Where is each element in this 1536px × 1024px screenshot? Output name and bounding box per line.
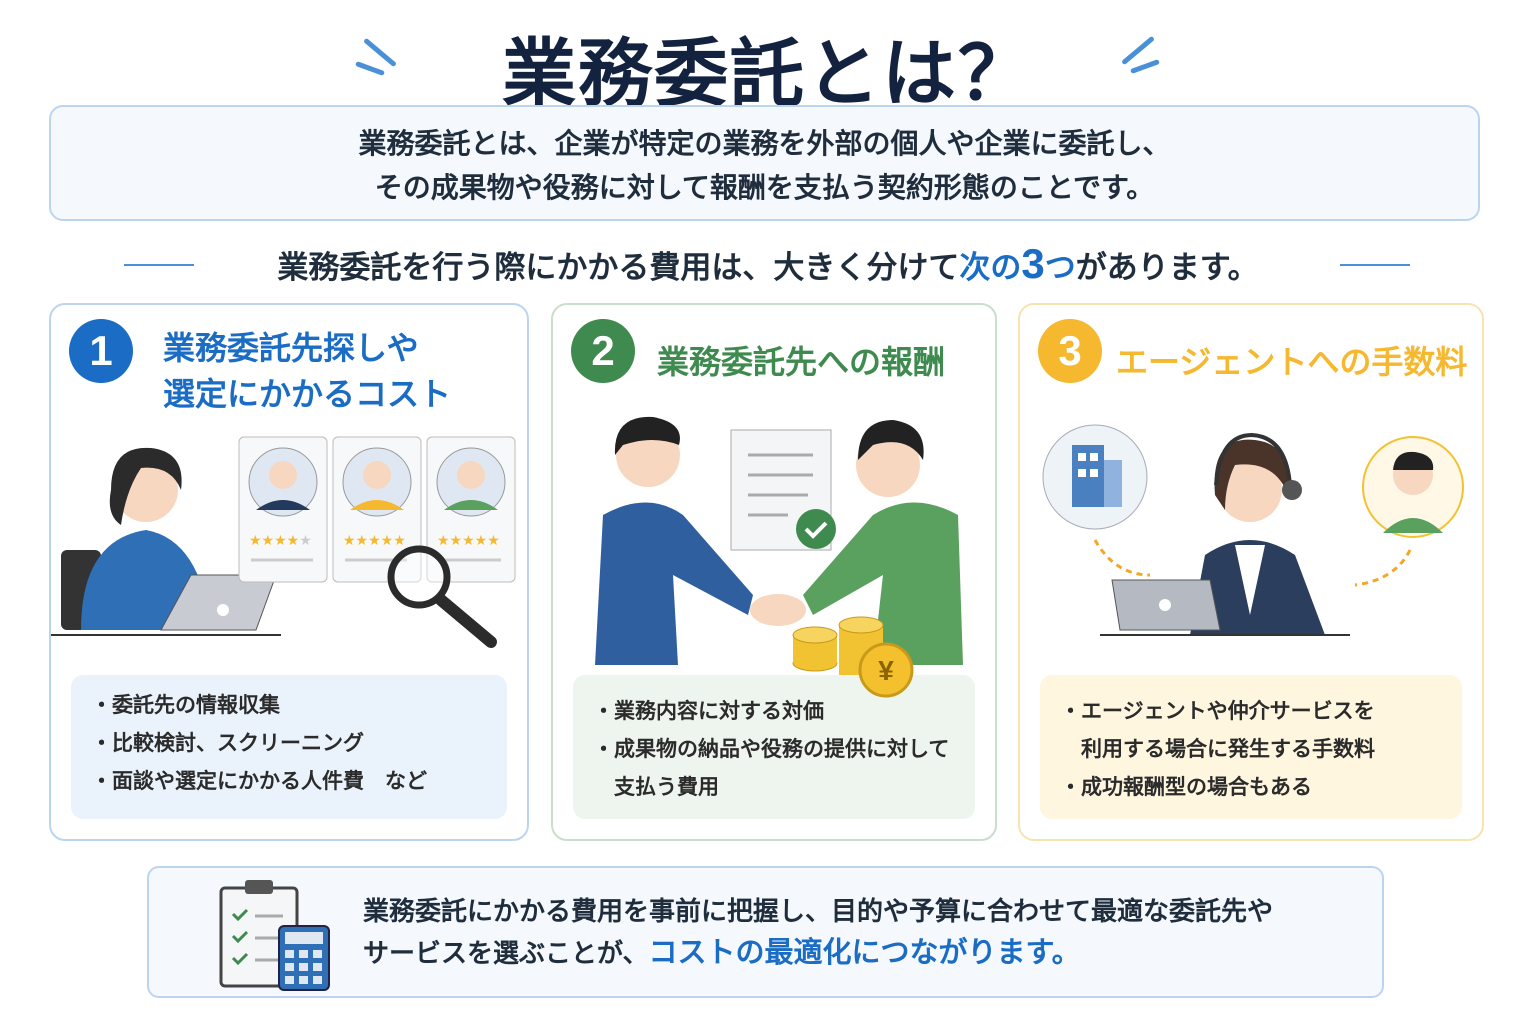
list-item: ・成功報酬型の場合もある bbox=[1060, 776, 1312, 799]
summary-line: 業務委託にかかる費用を事前に把握し、目的や予算に合わせて最適な委託先や bbox=[363, 896, 1274, 926]
summary-line: サービスを選ぶことが、 bbox=[363, 938, 649, 968]
businessman-icon bbox=[595, 416, 753, 665]
freelancer-avatar-icon bbox=[1362, 436, 1464, 538]
lead-number: 3 bbox=[1021, 240, 1045, 287]
svg-text:★★★★★: ★★★★★ bbox=[343, 532, 406, 548]
card-detail-list: ・業務内容に対する対価 ・成果物の納品や役務の提供に対して 支払う費用 bbox=[573, 675, 975, 819]
handshake-illustration: ¥ bbox=[595, 416, 963, 698]
cost-card-compensation: 2 業務委託先への報酬 ・業務内容に対する対価 ・成果物の納品や役務の提供に対し… bbox=[551, 303, 997, 841]
card-number: 2 bbox=[571, 319, 635, 383]
agent-with-headset-icon bbox=[1100, 432, 1350, 636]
lead-highlight: つ bbox=[1044, 250, 1076, 285]
lead-pre: 業務委託を行う際にかかる費用は、大きく分けて bbox=[277, 250, 960, 285]
summary-highlight: コストの最適化につながります。 bbox=[648, 937, 1081, 969]
cost-card-agent-fee: 3 エージェントへの手数料 ・エージェントや仲介サービスを 利用する場合に発生す… bbox=[1018, 303, 1484, 841]
card-title-line: 業務委託先探しや bbox=[163, 330, 419, 366]
card-title: 業務委託先への報酬 bbox=[657, 344, 946, 380]
company-building-icon bbox=[1042, 424, 1148, 530]
agent-illustration bbox=[1042, 424, 1464, 636]
candidate-profile-cards: ★★★★★ ★★★★★ ★★★★★ bbox=[238, 436, 516, 583]
card-detail-list: ・委託先の情報収集 ・比較検討、スクリーニング ・面談や選定にかかる人件費 など bbox=[71, 675, 507, 819]
summary-text: 業務委託にかかる費用を事前に把握し、目的や予算に合わせて最適な委託先や サービス… bbox=[363, 890, 1273, 974]
list-item: ・成果物の納品や役務の提供に対して bbox=[593, 738, 950, 761]
page-title: 業務委託とは？ bbox=[502, 32, 1034, 115]
list-item: ・面談や選定にかかる人件費 など bbox=[91, 770, 427, 793]
cost-card-selection: 1 業務委託先探しや 選定にかかるコスト ★★★★★ ★★★★★ ★★★★★ ・… bbox=[49, 303, 529, 841]
intro-box: 業務委託とは、企業が特定の業務を外部の個人や企業に委託し、 その成果物や役務に対… bbox=[49, 105, 1480, 221]
yen-symbol: ¥ bbox=[878, 655, 894, 686]
coins-icon: ¥ bbox=[792, 616, 914, 698]
svg-text:★★★★★: ★★★★★ bbox=[249, 532, 312, 548]
arrow-icon bbox=[1354, 549, 1412, 587]
man-green-sweater-icon bbox=[803, 420, 963, 665]
card-number: 1 bbox=[69, 319, 133, 383]
magnifying-glass-icon bbox=[387, 545, 497, 648]
arrow-icon bbox=[1093, 539, 1151, 577]
lead-highlight: 次の bbox=[959, 250, 1022, 285]
divider bbox=[124, 264, 194, 266]
card-detail-list: ・エージェントや仲介サービスを 利用する場合に発生する手数料 ・成功報酬型の場合… bbox=[1040, 675, 1462, 819]
contract-document-icon bbox=[730, 429, 836, 551]
intro-line: 業務委託とは、企業が特定の業務を外部の個人や企業に委託し、 bbox=[358, 128, 1171, 159]
list-item: ・エージェントや仲介サービスを bbox=[1060, 700, 1375, 723]
lead-text: 業務委託を行う際にかかる費用は、大きく分けて次の3つがあります。 bbox=[0, 240, 1536, 288]
divider bbox=[1340, 264, 1410, 266]
list-item: ・業務内容に対する対価 bbox=[593, 700, 824, 723]
list-item: ・比較検討、スクリーニング bbox=[91, 732, 364, 755]
intro-line: その成果物や役務に対して報酬を支払う契約形態のことです。 bbox=[374, 172, 1155, 203]
list-item: 支払う費用 bbox=[593, 776, 719, 799]
list-item: 利用する場合に発生する手数料 bbox=[1060, 738, 1375, 761]
card-title: 業務委託先探しや 選定にかかるコスト bbox=[163, 325, 451, 417]
candidate-search-illustration: ★★★★★ ★★★★★ ★★★★★ bbox=[51, 436, 516, 648]
list-item: ・委託先の情報収集 bbox=[91, 694, 280, 717]
lead-post: があります。 bbox=[1075, 250, 1259, 285]
clipboard-calculator-icon bbox=[219, 880, 330, 991]
card-title-line: 選定にかかるコスト bbox=[163, 376, 452, 412]
summary-box: 業務委託にかかる費用を事前に把握し、目的や予算に合わせて最適な委託先や サービス… bbox=[147, 866, 1384, 998]
card-number: 3 bbox=[1038, 319, 1102, 383]
svg-text:★★★★★: ★★★★★ bbox=[437, 532, 500, 548]
card-title: エージェントへの手数料 bbox=[1116, 344, 1468, 380]
woman-at-laptop-icon bbox=[51, 447, 281, 636]
